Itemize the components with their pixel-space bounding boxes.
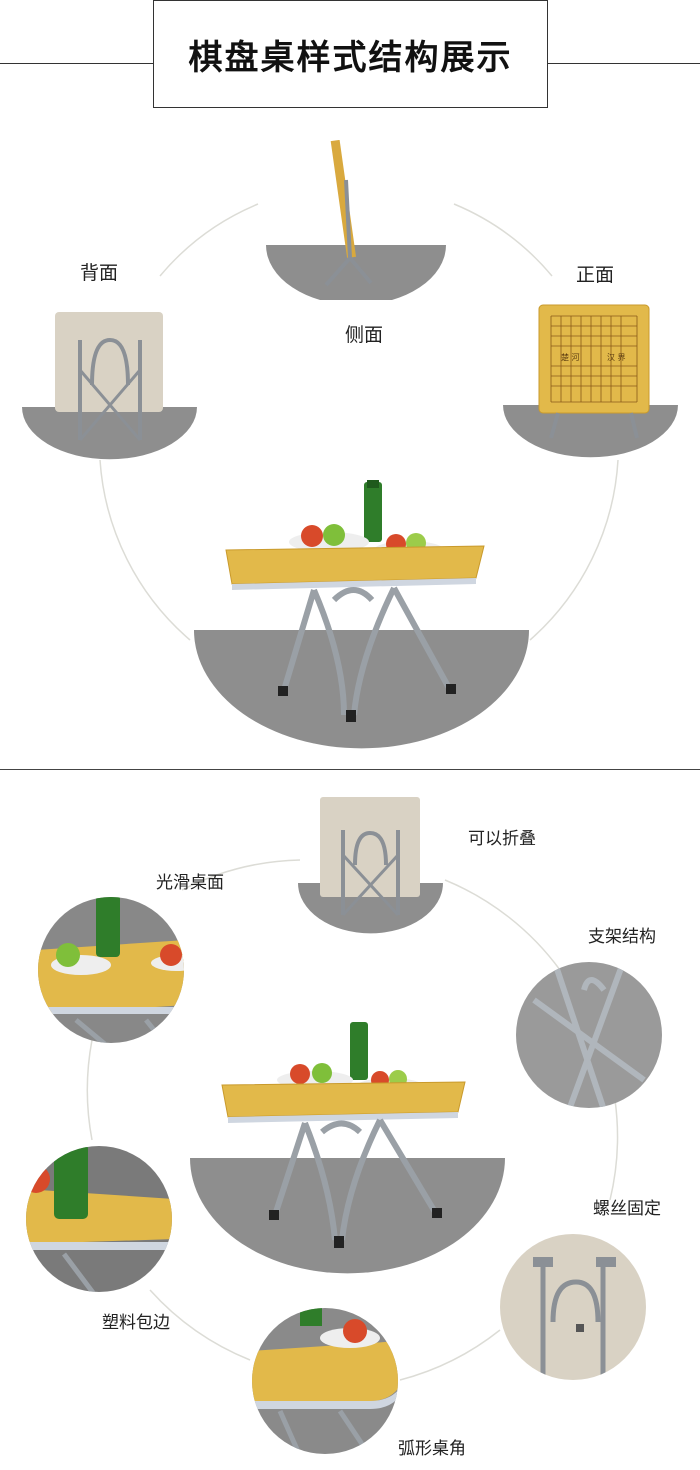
feature-frame-image bbox=[516, 962, 662, 1108]
main-table-image bbox=[194, 480, 529, 749]
feature-screws-image bbox=[500, 1234, 646, 1380]
label-smooth-top: 光滑桌面 bbox=[156, 873, 224, 893]
page-title: 棋盘桌样式结构展示 bbox=[188, 37, 513, 78]
back-view-image bbox=[22, 312, 197, 460]
section1-circle-guide bbox=[99, 203, 619, 641]
header-rule-right bbox=[548, 63, 700, 64]
label-front-view: 正面 bbox=[576, 264, 615, 286]
label-screws: 螺丝固定 bbox=[593, 1199, 661, 1219]
feature-foldable-image bbox=[298, 797, 443, 934]
center-table-image bbox=[190, 1022, 505, 1274]
feature-arc-corner-image bbox=[252, 1308, 398, 1454]
section-divider bbox=[0, 769, 700, 770]
label-foldable: 可以折叠 bbox=[468, 829, 536, 849]
front-view-image: 楚 河 汉 界 bbox=[503, 304, 678, 458]
board-text-left: 楚 河 bbox=[561, 352, 580, 362]
label-plastic-edge: 塑料包边 bbox=[102, 1313, 170, 1333]
label-frame: 支架结构 bbox=[588, 927, 656, 947]
side-view-image bbox=[266, 140, 446, 300]
header-rule-left bbox=[0, 63, 153, 64]
header-title-box: 棋盘桌样式结构展示 bbox=[153, 0, 548, 108]
feature-plastic-edge-image bbox=[26, 1146, 172, 1292]
section2-circle-guide bbox=[86, 859, 619, 1381]
label-back-view: 背面 bbox=[80, 262, 119, 284]
label-arc-corner: 弧形桌角 bbox=[398, 1439, 466, 1459]
board-text-right: 汉 界 bbox=[607, 353, 626, 362]
feature-smooth-top-image bbox=[38, 897, 184, 1043]
label-side-view: 侧面 bbox=[345, 324, 384, 346]
